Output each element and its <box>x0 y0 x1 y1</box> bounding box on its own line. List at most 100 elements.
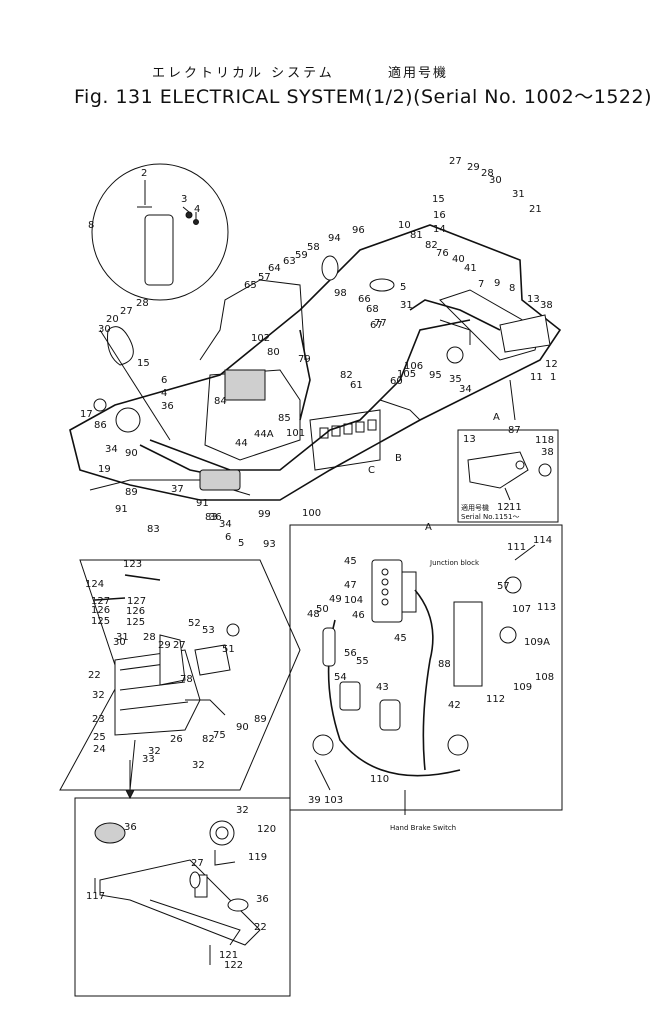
callout-bottom-4: 27 <box>191 858 204 869</box>
callout-main-28: 96 <box>352 225 365 236</box>
callout-lower_left-3: 126 <box>126 606 145 617</box>
callout-view_a-4: 107 <box>512 604 531 615</box>
callout-inset_serial-1: 118 <box>535 435 554 446</box>
view-a-label: A <box>425 522 432 533</box>
callout-main-2: 4 <box>194 204 200 215</box>
callout-main-77: 35 <box>449 374 462 385</box>
callout-main-49: 36 <box>161 401 174 412</box>
figure-title: エレクトリカル システム 適用号機 Fig. 131 ELECTRICAL SY… <box>70 62 652 114</box>
callout-lower_left-29: 90 <box>236 722 249 733</box>
callout-main-23: 38 <box>540 300 553 311</box>
callout-main-48: 4 <box>161 388 167 399</box>
callout-view_a-17: 88 <box>438 659 451 670</box>
figure-caption: ELECTRICAL SYSTEM(1/2) <box>159 86 414 108</box>
callout-lower_left-13: 28 <box>143 632 156 643</box>
callout-view_a-22: 42 <box>448 700 461 711</box>
callout-view_a-11: 104 <box>344 595 363 606</box>
callout-main-10: 15 <box>432 194 445 205</box>
callout-lower_left-7: 125 <box>91 616 110 627</box>
callout-lower_left-1: 124 <box>85 579 104 590</box>
callout-view_a-8: 112 <box>486 694 505 705</box>
callout-main-70: 79 <box>298 354 311 365</box>
figure-number: Fig. 131 <box>74 86 154 108</box>
callout-main-6: 28 <box>481 168 494 179</box>
callout-main-39: 77 <box>374 318 387 329</box>
callout-main-52: 34 <box>105 444 118 455</box>
parts-diagram: 適用号機 Serial No.1151～ A Junction block <box>59 156 563 997</box>
callout-main-54: 91 <box>115 504 128 515</box>
callout-main-34: 65 <box>244 280 257 291</box>
callout-lower_left-10: 51 <box>222 644 235 655</box>
callout-main-36: 66 <box>358 294 371 305</box>
inset-serial-text: Serial No.1151～ <box>461 513 519 521</box>
callout-view_a-21: 43 <box>376 682 389 693</box>
callout-main-16: 76 <box>436 248 449 259</box>
callout-main-75: 106 <box>404 361 423 372</box>
callout-main-41: 31 <box>400 300 413 311</box>
callout-lower_left-0: 123 <box>123 559 142 570</box>
callout-main-86: C <box>368 465 375 476</box>
callout-view_a-14: 48 <box>307 609 320 620</box>
callout-main-11: 16 <box>433 210 446 221</box>
callout-main-67: 100 <box>302 508 321 519</box>
callout-bottom-7: 22 <box>254 922 267 933</box>
callout-lower_left-17: 78 <box>180 674 193 685</box>
bottom-frame-box <box>74 797 291 997</box>
callout-lower_left-11: 31 <box>116 632 129 643</box>
callout-main-20: 9 <box>494 278 500 289</box>
callout-main-22: 13 <box>527 294 540 305</box>
callout-main-4: 27 <box>449 156 462 167</box>
callout-main-35: 98 <box>334 288 347 299</box>
serial-range: (Serial No. 1002～1522) <box>413 86 652 108</box>
callout-main-78: 34 <box>459 384 472 395</box>
callout-lower_left-2: 127 <box>127 596 146 607</box>
callout-main-83: 44A <box>254 429 274 440</box>
title-japanese: エレクトリカル システム <box>152 66 335 81</box>
callout-main-73: 60 <box>390 376 403 387</box>
callout-main-13: 10 <box>398 220 411 231</box>
inset-serial-jp: 適用号機 <box>461 503 489 512</box>
callout-view_a-13: 45 <box>394 633 407 644</box>
callout-bottom-3: 119 <box>248 852 267 863</box>
callout-main-46: 15 <box>137 358 150 369</box>
callout-view_a-25: 110 <box>370 774 389 785</box>
callout-main-45: 20 <box>106 314 119 325</box>
callout-lower_left-19: 23 <box>92 714 105 725</box>
callout-main-59: 91 <box>196 498 209 509</box>
machine-body <box>69 224 562 501</box>
callout-main-15: 82 <box>425 240 438 251</box>
callout-main-31: 63 <box>283 256 296 267</box>
callout-main-29: 58 <box>307 242 320 253</box>
callout-main-1: 3 <box>181 194 187 205</box>
callout-bottom-5: 117 <box>86 891 105 902</box>
callout-main-24: 12 <box>545 359 558 370</box>
callout-view_a-1: 114 <box>533 535 552 546</box>
callout-main-50: 17 <box>80 409 93 420</box>
callout-main-14: 81 <box>410 230 423 241</box>
callout-main-58: 37 <box>171 484 184 495</box>
callout-main-53: 90 <box>125 448 138 459</box>
callout-main-65: 93 <box>263 539 276 550</box>
callout-lower_left-23: 26 <box>170 734 183 745</box>
callout-inset_serial-3: 12 <box>497 502 510 513</box>
callout-inset_serial-4: 11 <box>509 502 522 513</box>
callout-lower_left-5: 127 <box>91 596 110 607</box>
callout-view_a-3: 113 <box>537 602 556 613</box>
callout-lower_left-18: 32 <box>92 690 105 701</box>
callout-main-38: 67 <box>370 320 383 331</box>
callout-view_a-5: 109A <box>524 637 550 648</box>
callout-main-55: 89 <box>125 487 138 498</box>
callout-view_a-9: 45 <box>344 556 357 567</box>
callout-main-43: 28 <box>136 298 149 309</box>
callout-view_a-2: 57 <box>497 581 510 592</box>
connector-panel <box>453 601 483 687</box>
callout-main-79: A <box>493 412 500 423</box>
callout-lower_left-15: 27 <box>173 640 186 651</box>
callout-main-33: 57 <box>258 272 271 283</box>
callout-lower_left-12: 30 <box>113 637 126 648</box>
callout-main-37: 68 <box>366 304 379 315</box>
title-japanese-serial: 適用号機 <box>388 66 449 81</box>
callout-main-62: 34 <box>219 519 232 530</box>
callout-main-81: 84 <box>214 396 227 407</box>
callout-lower_left-16: 22 <box>88 670 101 681</box>
